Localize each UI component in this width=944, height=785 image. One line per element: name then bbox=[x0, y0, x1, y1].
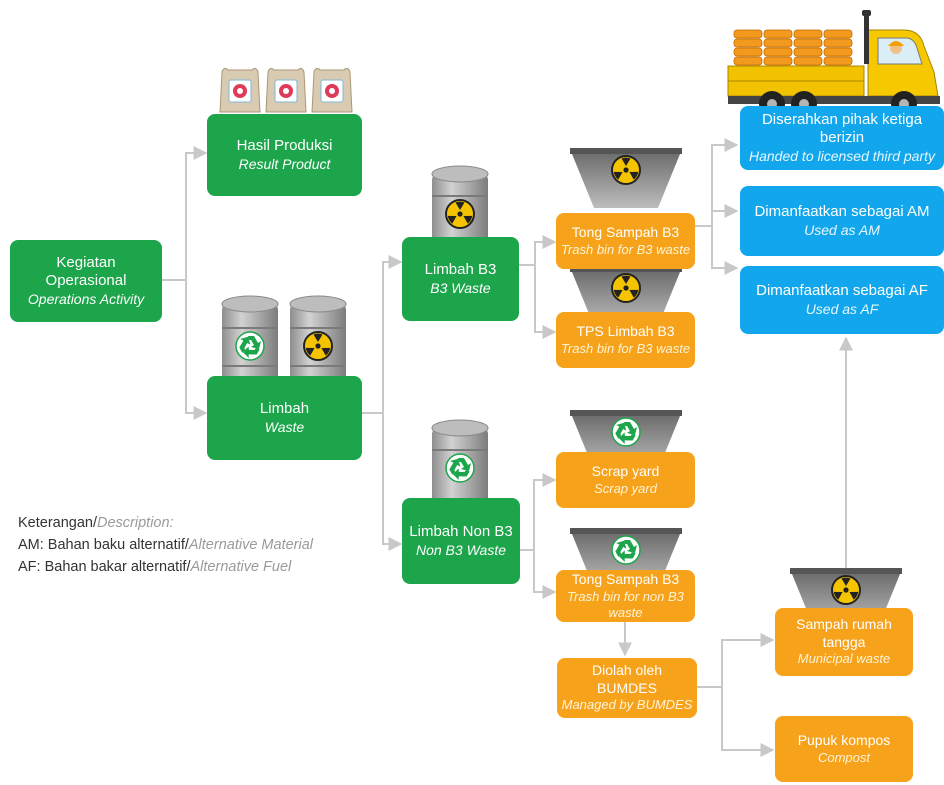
barrel-icon bbox=[221, 165, 489, 508]
legend-heading-id: Keterangan/ bbox=[18, 515, 98, 531]
radiation-icon bbox=[611, 273, 641, 303]
node-subtitle: Operations Activity bbox=[27, 291, 145, 307]
node-subtitle: Used as AF bbox=[805, 300, 879, 317]
node-title: Kegiatan Operasional bbox=[45, 253, 127, 290]
node-title: Dimanfaatkan sebagai AF bbox=[756, 281, 928, 299]
legend-af: AF: Bahan bakar alternatif/Alternative F… bbox=[18, 556, 313, 578]
node-subtitle: Handed to licensed third party bbox=[749, 148, 935, 164]
legend-am-id: AM: Bahan baku alternatif/ bbox=[18, 537, 189, 553]
radiation-icon bbox=[611, 155, 641, 185]
node-subtitle: Municipal waste bbox=[797, 651, 891, 667]
product-sack-icon bbox=[219, 67, 353, 113]
radiation-icon bbox=[303, 331, 333, 361]
node-used-af: Dimanfaatkan sebagai AF Used as AF bbox=[740, 266, 944, 334]
node-title: Sampah rumah tangga bbox=[796, 616, 892, 650]
node-b3-waste: Limbah B3 B3 Waste bbox=[402, 237, 519, 321]
node-operations: Kegiatan Operasional Operations Activity bbox=[10, 240, 162, 322]
node-title: Diserahkan pihak ketiga berizin bbox=[761, 110, 923, 147]
node-result-product: Hasil Produksi Result Product bbox=[207, 114, 362, 196]
node-subtitle: Scrap yard bbox=[594, 480, 657, 496]
node-third-party: Diserahkan pihak ketiga berizin Handed t… bbox=[740, 106, 944, 170]
legend-af-en: Alternative Fuel bbox=[190, 559, 292, 575]
node-subtitle: Result Product bbox=[238, 155, 331, 172]
legend-am: AM: Bahan baku alternatif/Alternative Ma… bbox=[18, 534, 313, 556]
node-subtitle: Compost bbox=[817, 749, 871, 765]
node-title: Limbah B3 bbox=[424, 260, 497, 278]
node-subtitle: Waste bbox=[264, 418, 305, 435]
legend-heading: Keterangan/Description: bbox=[18, 512, 313, 534]
node-scrap-yard: Scrap yard Scrap yard bbox=[556, 452, 695, 508]
recycle-icon bbox=[445, 453, 475, 484]
node-title: Diolah oleh BUMDES bbox=[591, 662, 663, 696]
radiation-icon bbox=[445, 199, 475, 229]
node-title: TPS Limbah B3 bbox=[576, 323, 675, 340]
legend-heading-en: Description bbox=[97, 515, 170, 531]
node-title: Limbah bbox=[259, 399, 310, 417]
node-tong-non-b3: Tong Sampah B3 Trash bin for non B3 wast… bbox=[556, 570, 695, 622]
connectors bbox=[162, 138, 853, 757]
node-subtitle: B3 Waste bbox=[430, 279, 491, 296]
legend-af-id: AF: Bahan bakar alternatif/ bbox=[18, 559, 191, 575]
node-compost: Pupuk kompos Compost bbox=[775, 716, 913, 782]
recycle-icon bbox=[611, 535, 641, 566]
node-title: Scrap yard bbox=[591, 463, 660, 480]
node-subtitle: Managed by BUMDES bbox=[561, 697, 693, 713]
legend-am-en: Alternative Material bbox=[188, 537, 313, 553]
recycle-icon bbox=[235, 331, 265, 362]
node-title: Hasil Produksi bbox=[236, 136, 333, 154]
recycle-icon bbox=[611, 417, 641, 448]
node-waste: Limbah Waste bbox=[207, 376, 362, 460]
truck-icon bbox=[727, 10, 940, 117]
node-title: Limbah Non B3 bbox=[409, 522, 513, 540]
node-municipal: Sampah rumah tangga Municipal waste bbox=[775, 608, 913, 676]
legend-heading-colon: : bbox=[169, 515, 174, 531]
radiation-icon bbox=[831, 575, 861, 605]
node-used-am: Dimanfaatkan sebagai AM Used as AM bbox=[740, 186, 944, 256]
node-title: Tong Sampah B3 bbox=[571, 571, 680, 587]
node-subtitle: Trash bin for B3 waste bbox=[560, 340, 691, 356]
node-title: Dimanfaatkan sebagai AM bbox=[754, 202, 930, 220]
node-non-b3-waste: Limbah Non B3 Non B3 Waste bbox=[402, 498, 520, 584]
node-tong-b3: Tong Sampah B3 Trash bin for B3 waste bbox=[556, 213, 695, 269]
node-subtitle: Trash bin for B3 waste bbox=[560, 241, 691, 257]
node-tps-b3: TPS Limbah B3 Trash bin for B3 waste bbox=[556, 312, 695, 368]
node-bumdes: Diolah oleh BUMDES Managed by BUMDES bbox=[557, 658, 697, 718]
node-subtitle: Non B3 Waste bbox=[415, 541, 506, 558]
node-subtitle: Used as AM bbox=[804, 221, 880, 238]
legend: Keterangan/Description: AM: Bahan baku a… bbox=[18, 512, 313, 578]
node-title: Pupuk kompos bbox=[797, 732, 891, 749]
node-subtitle: Trash bin for non B3 waste bbox=[567, 588, 684, 620]
node-title: Tong Sampah B3 bbox=[571, 224, 680, 241]
